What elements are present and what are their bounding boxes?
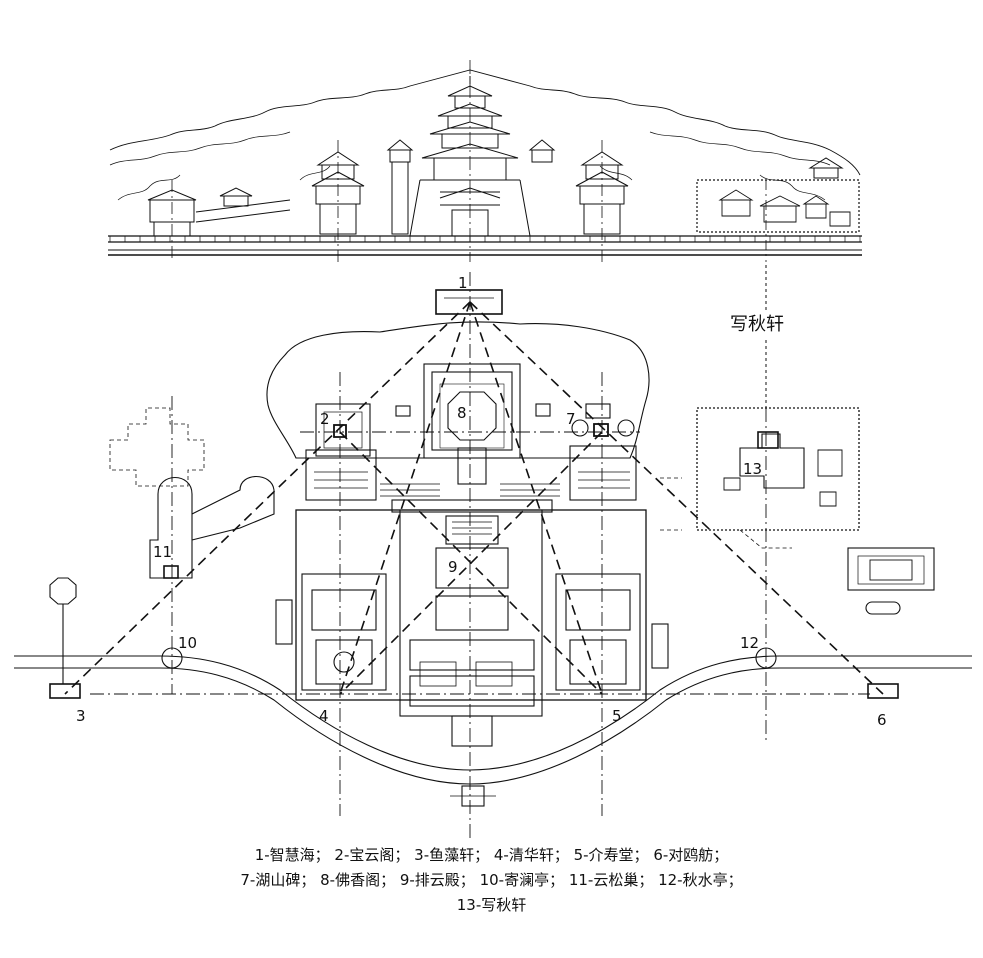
far-right-pavilion <box>847 547 935 615</box>
hill-terrace-outline <box>266 321 650 459</box>
structure-13 <box>660 407 860 549</box>
left-pavilions <box>147 139 414 262</box>
marker-6: 6 <box>877 711 887 729</box>
elevation-callout-box <box>696 179 860 262</box>
marker-5: 5 <box>612 707 622 725</box>
axis-lines <box>90 272 870 840</box>
structure-3 <box>49 577 81 699</box>
structure-7 <box>535 403 637 501</box>
structure-2 <box>305 403 411 501</box>
sight-lines <box>64 301 884 695</box>
plan-markers: 1 2 3 4 5 6 7 8 9 10 11 12 13 <box>76 274 887 729</box>
legend-line-2: 7-湖山碑； 8-佛香阁； 9-排云殿； 10-寄澜亭； 11-云松巢； 12-… <box>240 871 743 889</box>
marker-9: 9 <box>448 558 458 576</box>
marker-11: 11 <box>153 543 172 561</box>
central-tower <box>409 60 531 262</box>
structure-11 <box>109 407 275 579</box>
structure-8 <box>423 363 521 459</box>
shoreline-inner <box>14 667 972 785</box>
elevation-drawing <box>108 60 862 262</box>
structure-1 <box>435 289 503 315</box>
legend-line-1: 1-智慧海； 2-宝云阁； 3-鱼藻轩； 4-清华轩； 5-介寿堂； 6-对鸥舫… <box>254 846 729 864</box>
shoreline-outer <box>14 655 972 771</box>
main-courtyard <box>275 499 669 807</box>
marker-12: 12 <box>740 634 759 652</box>
marker-4: 4 <box>319 707 329 725</box>
marker-1: 1 <box>458 274 468 292</box>
marker-2: 2 <box>320 410 330 428</box>
marker-10: 10 <box>178 634 197 652</box>
right-pavilions <box>528 139 844 262</box>
legend-caption: 1-智慧海； 2-宝云阁； 3-鱼藻轩； 4-清华轩； 5-介寿堂； 6-对鸥舫… <box>0 843 983 918</box>
marker-13: 13 <box>743 460 762 478</box>
legend-line-3: 13-写秋轩 <box>456 896 527 914</box>
structure-6 <box>867 683 899 699</box>
marker-8: 8 <box>457 404 467 422</box>
marker-7: 7 <box>566 410 576 428</box>
plan-drawing <box>14 272 972 840</box>
hill-silhouette <box>109 69 861 176</box>
central-spine <box>380 447 560 545</box>
elevation-callout-label: 写秋轩 <box>730 314 784 335</box>
marker-3: 3 <box>76 707 86 725</box>
